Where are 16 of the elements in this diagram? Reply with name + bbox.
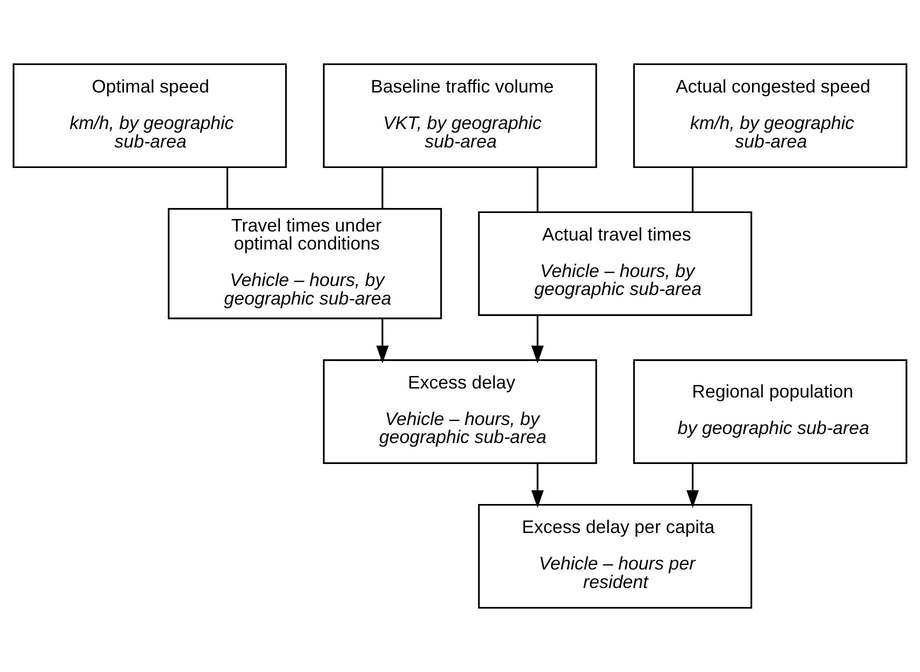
connector <box>692 166 694 213</box>
node-box: Travel times under optimal conditions Vehicle – hours, by geographic sub-area <box>168 208 442 320</box>
arrow <box>686 462 699 508</box>
node-box: Regional population by geographic sub-area <box>633 359 908 464</box>
node-box: Excess delay Vehicle – hours, by geographic sub-area <box>322 359 598 464</box>
connector <box>382 166 384 209</box>
arrow <box>376 318 389 364</box>
node-box: Actual travel times Vehicle – hours, by geographic sub-area <box>478 211 752 316</box>
arrow <box>531 314 544 364</box>
node-box: Baseline traffic volume VKT, by geographic sub-area <box>322 63 598 168</box>
node-box: Optimal speed km/h, by geographic sub-area <box>12 63 287 168</box>
arrow <box>531 462 544 508</box>
node-box: Actual congested speed km/h, by geographic sub-area <box>633 63 908 168</box>
node-box: Excess delay per capita Vehicle – hours per resident <box>478 504 752 609</box>
connector <box>226 166 228 209</box>
connector <box>536 166 538 213</box>
